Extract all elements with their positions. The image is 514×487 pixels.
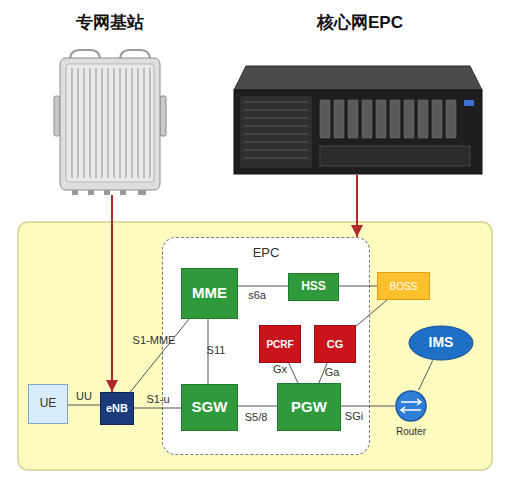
router-node: Router [395, 390, 427, 422]
bottom-connectors [72, 190, 146, 195]
node-label: HSS [301, 280, 326, 293]
node-label: eNB [106, 402, 128, 414]
interface-label: Ga [325, 366, 340, 378]
interface-line [238, 286, 288, 287]
interface-label: S1-u [146, 393, 169, 405]
node-label: SGW [192, 399, 228, 416]
pointer-arrow [111, 195, 113, 392]
drive-bays [320, 100, 456, 138]
interface-label: S5/8 [245, 411, 268, 423]
router-arrows [401, 399, 421, 413]
node-label: PGW [291, 399, 327, 416]
sgw-box: SGW [181, 384, 238, 431]
node-label: MME [192, 285, 227, 302]
front-strip [320, 146, 470, 166]
interface-line [238, 406, 277, 407]
interface-line [130, 319, 189, 392]
base-station-illustration [54, 50, 166, 195]
interface-label: s6a [248, 289, 266, 301]
node-label: BOSS [390, 281, 418, 292]
node-label: PCRF [266, 339, 293, 350]
interface-label: S11 [207, 344, 226, 356]
server-front [234, 90, 482, 174]
interface-label: UU [76, 390, 92, 402]
interface-line [341, 406, 395, 407]
enclosure-panel [66, 64, 154, 182]
router-body [396, 391, 426, 421]
interface-line [356, 300, 387, 326]
pointer-arrow [356, 175, 358, 237]
hss-box: HSS [288, 273, 339, 301]
mme-box: MME [181, 268, 238, 319]
pgw-box: PGW [277, 383, 341, 431]
interface-line [289, 363, 298, 383]
vent-grille [244, 102, 308, 158]
interface-line [134, 408, 181, 409]
ellipse-shape [409, 326, 473, 360]
base-station-node: 专网基站 [55, 52, 165, 195]
ims-ellipse: IMS [408, 325, 474, 361]
node-label: 核心网EPC [300, 14, 420, 33]
pcrf-box: PCRF [259, 325, 301, 363]
enclosure-body [60, 58, 160, 190]
yellow-network-area [18, 222, 492, 470]
side-handle [160, 96, 166, 136]
boss-box: BOSS [377, 272, 430, 300]
server-top [234, 66, 482, 90]
node-label: CG [327, 338, 344, 350]
interface-label: SGi [345, 410, 363, 422]
interface-label: Gx [273, 363, 287, 375]
node-label: UE [40, 397, 57, 410]
node-label: EPC [253, 246, 280, 260]
interface-line [339, 286, 377, 287]
server-illustration [234, 66, 482, 174]
node-label: IMS [429, 335, 454, 350]
interface-line [68, 405, 100, 406]
enb-box: eNB [100, 392, 134, 425]
vent-area [240, 96, 312, 168]
cooling-fins [72, 68, 150, 178]
node-label: Router [381, 426, 441, 437]
node-label: 专网基站 [50, 14, 170, 33]
side-handle [54, 96, 60, 136]
router-icon [396, 391, 426, 421]
interface-label: S1-MME [133, 334, 176, 346]
core-server-node: 核心网EPC [232, 65, 482, 175]
cg-box: CG [314, 325, 356, 363]
interface-line [419, 360, 433, 390]
ue-box: UE [28, 384, 68, 424]
logo-badge [464, 100, 474, 106]
